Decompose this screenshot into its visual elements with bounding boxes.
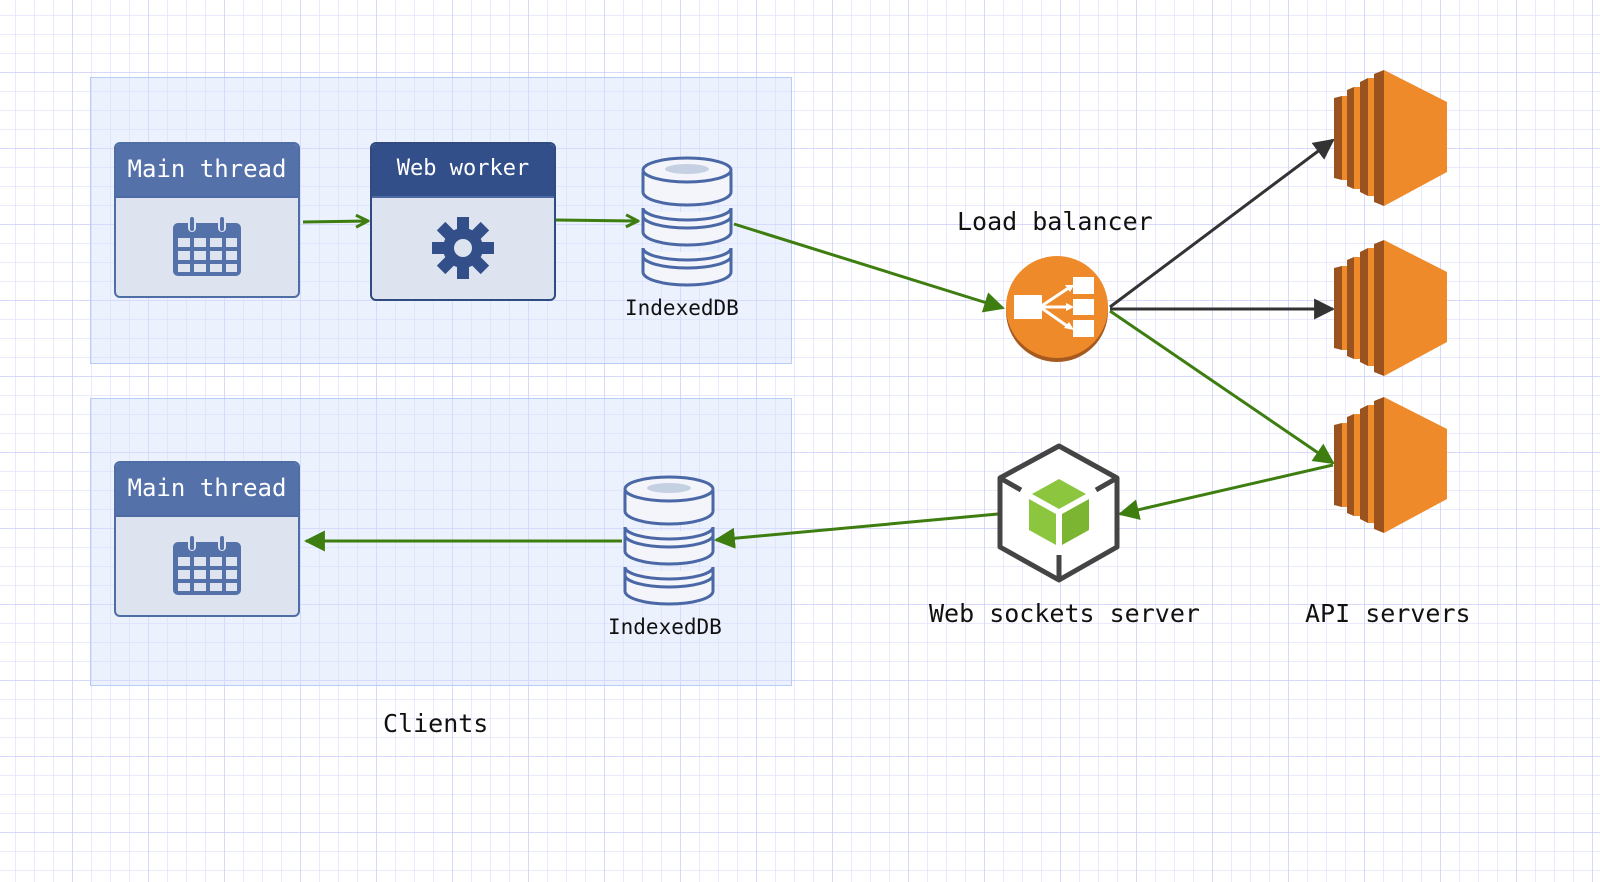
- calendar-icon: [173, 535, 241, 595]
- server-icon[interactable]: [1334, 240, 1448, 376]
- server-icon[interactable]: [1334, 397, 1448, 533]
- load-balancer-label: Load balancer: [957, 207, 1153, 236]
- edge-worker-to-idb: [555, 220, 638, 221]
- edge-lb-to-api3: [1109, 309, 1335, 465]
- edge-api3-to-ws: [1117, 463, 1334, 520]
- edge-idb-to-lb: [733, 222, 1006, 313]
- edge-main-to-worker: [302, 221, 368, 222]
- web-sockets-server-label: Web sockets server: [929, 599, 1200, 628]
- main-thread-card-bottom[interactable]: Main thread: [114, 461, 300, 617]
- api-servers-label: API servers: [1305, 599, 1471, 628]
- edge-ws-to-idb: [713, 512, 999, 549]
- indexeddb-label-bottom: IndexedDB: [608, 615, 722, 639]
- main-thread-title: Main thread: [116, 463, 298, 517]
- edge-lb-to-api1: [1109, 138, 1335, 309]
- main-thread-card-top[interactable]: Main thread: [114, 142, 300, 298]
- load-balancer-icon[interactable]: [1004, 256, 1112, 364]
- clients-label: Clients: [383, 709, 489, 738]
- database-icon[interactable]: [640, 156, 734, 288]
- calendar-icon: [173, 216, 241, 276]
- cube-icon[interactable]: [997, 443, 1121, 583]
- database-icon[interactable]: [622, 475, 716, 607]
- gear-icon: [432, 216, 494, 279]
- indexeddb-label-top: IndexedDB: [625, 296, 739, 320]
- server-icon[interactable]: [1334, 70, 1448, 206]
- main-thread-title: Main thread: [116, 144, 298, 198]
- web-worker-card[interactable]: Web worker: [370, 142, 556, 301]
- web-worker-title: Web worker: [372, 144, 554, 198]
